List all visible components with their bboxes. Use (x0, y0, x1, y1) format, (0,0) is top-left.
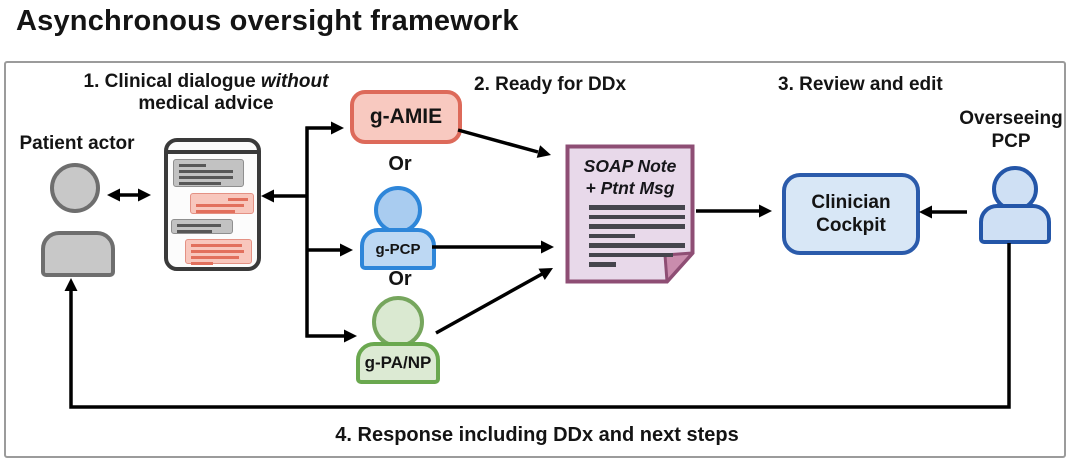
step1-line2: medical advice (138, 93, 274, 114)
g-pcp-node: g-PCP (360, 228, 436, 270)
note-text-line (589, 262, 616, 267)
note-text-line (589, 205, 685, 210)
cockpit-label-line2: Cockpit (816, 215, 886, 236)
step1-label: 1. Clinical dialogue without medical adv… (58, 71, 354, 115)
soap-note-title-line1: SOAP Note (583, 156, 677, 176)
overseer-label-line2: PCP (991, 131, 1031, 152)
patient-person-body-icon (41, 231, 115, 277)
or-label-2: Or (388, 268, 412, 290)
chat-text-line (196, 210, 235, 213)
chat-phone-icon (164, 138, 261, 271)
step4-label: 4. Response including DDx and next steps (335, 424, 739, 446)
chat-text-line (191, 244, 242, 247)
chat-text-line (179, 176, 234, 179)
note-text-line (589, 224, 685, 229)
soap-note-text-lines (589, 205, 685, 272)
chat-text-line (191, 262, 213, 265)
page-title: Asynchronous oversight framework (16, 5, 519, 37)
chat-text-line (179, 170, 234, 173)
soap-note-title-line2: + Ptnt Msg (585, 178, 675, 198)
diagram-frame: 1. Clinical dialogue without medical adv… (4, 61, 1066, 458)
chat-text-line (179, 164, 206, 167)
soap-note-icon: SOAP Note + Ptnt Msg (565, 144, 695, 284)
clinician-cockpit-node: Clinician Cockpit (782, 173, 920, 255)
chat-bubble-patient (171, 219, 233, 234)
patient-actor-label: Patient actor (19, 133, 135, 154)
chat-text-line (196, 204, 244, 207)
soap-note-title: SOAP Note + Ptnt Msg (565, 155, 695, 199)
g-pa-np-label: g-PA/NP (364, 353, 432, 372)
g-amie-label: g-AMIE (369, 105, 443, 128)
phone-header-bar (168, 142, 257, 154)
g-pcp-person-icon (374, 186, 422, 234)
chat-bubble-agent (190, 193, 254, 214)
chat-text-line (228, 198, 248, 201)
g-pcp-label: g-PCP (375, 240, 421, 258)
overseeing-pcp-label: Overseeing PCP (944, 107, 1071, 153)
step1-emphasis: without (260, 71, 329, 92)
note-text-line (589, 233, 636, 238)
g-pa-np-node: g-PA/NP (356, 342, 440, 384)
chat-text-line (177, 230, 212, 233)
note-text-line (589, 252, 674, 257)
g-pa-np-person-icon (372, 296, 424, 348)
note-text-line (589, 214, 685, 219)
patient-person-icon (50, 163, 100, 213)
note-text-line (589, 243, 685, 248)
chat-bubble-agent (185, 239, 252, 265)
step2-label: 2. Ready for DDx (474, 74, 627, 95)
overseeing-pcp-person-body-icon (979, 204, 1051, 244)
cockpit-label-line1: Clinician (811, 192, 891, 213)
chat-text-line (191, 250, 244, 253)
or-label-1: Or (388, 153, 412, 175)
chat-text-line (179, 182, 222, 185)
overseer-label-line1: Overseeing (959, 108, 1063, 129)
step3-label: 3. Review and edit (778, 74, 943, 95)
chat-bubble-patient (173, 159, 244, 187)
g-amie-node: g-AMIE (350, 90, 462, 144)
step1-text: 1. Clinical dialogue (83, 71, 261, 92)
chat-text-line (191, 256, 240, 259)
chat-text-line (177, 224, 221, 227)
